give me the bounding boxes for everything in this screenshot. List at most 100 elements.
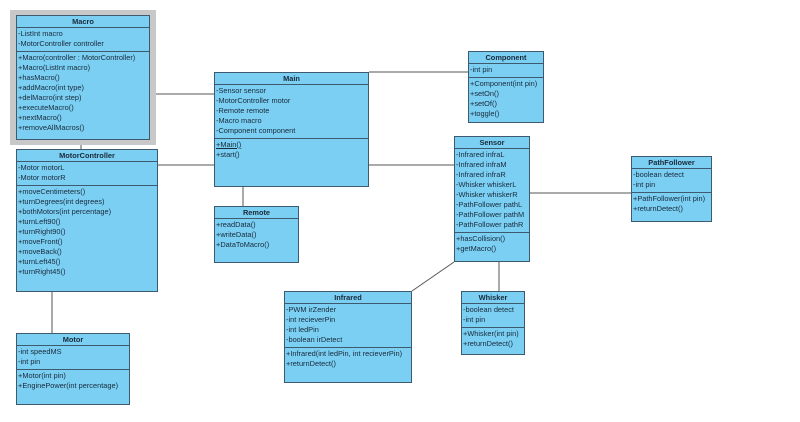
operation[interactable]: +Main() (216, 140, 242, 149)
class-whisker[interactable]: Whisker-boolean detect-int pin+Whisker(i… (461, 291, 525, 355)
attribute[interactable]: -Infrared infraM (456, 160, 507, 169)
class-name: Component (469, 52, 543, 64)
operation[interactable]: +setOf() (470, 99, 497, 108)
operation-section: +hasCollision()+getMacro() (455, 233, 529, 256)
operation[interactable]: +removeAllMacros() (18, 123, 85, 132)
attribute[interactable]: -int ledPin (286, 325, 319, 334)
operation-section: +Component(int pin)+setOn()+setOf()+togg… (469, 78, 543, 121)
class-name: Infrared (285, 292, 411, 304)
operation[interactable]: +Macro(ListInt macro) (18, 63, 91, 72)
class-infrared[interactable]: Infrared-PWM irZender-int recieverPin-in… (284, 291, 412, 383)
attribute[interactable]: -boolean irDetect (286, 335, 343, 344)
attribute[interactable]: -Infrared infraR (456, 170, 506, 179)
operation[interactable]: +executeMacro() (18, 103, 74, 112)
attribute[interactable]: -int speedMS (18, 347, 62, 356)
operation[interactable]: +readData() (216, 220, 256, 229)
class-motorcontroller[interactable]: MotorController-Motor motorL-Motor motor… (16, 149, 158, 292)
attribute[interactable]: -PWM irZender (286, 305, 337, 314)
attribute[interactable]: -MotorController motor (216, 96, 291, 105)
operation[interactable]: +toggle() (470, 109, 500, 118)
operation[interactable]: +Infrared(int ledPin, int recieverPin) (286, 349, 403, 358)
operation[interactable]: +turnRight90() (18, 227, 66, 236)
operation[interactable]: +DataToMacro() (216, 240, 270, 249)
operation[interactable]: +hasCollision() (456, 234, 506, 243)
operation[interactable]: +Whisker(int pin) (463, 329, 519, 338)
operation-section: +Macro(controller : MotorController)+Mac… (17, 52, 149, 135)
operation[interactable]: +EnginePower(int percentage) (18, 381, 119, 390)
class-component[interactable]: Component-int pin+Component(int pin)+set… (468, 51, 544, 123)
attribute[interactable]: -Remote remote (216, 106, 270, 115)
operation-section: +PathFollower(int pin)+returnDetect() (632, 193, 711, 216)
attribute[interactable]: -Infrared infraL (456, 150, 505, 159)
class-pathfollower[interactable]: PathFollower-boolean detect-int pin +Path… (631, 156, 712, 222)
operation[interactable]: +hasMacro() (18, 73, 60, 82)
operation[interactable]: +getMacro() (456, 244, 497, 253)
attribute[interactable]: -int recieverPin (286, 315, 336, 324)
attribute[interactable]: -int pin (633, 180, 656, 189)
operation[interactable]: +moveFront() (18, 237, 63, 246)
class-name: Macro (17, 16, 149, 28)
attribute[interactable]: -boolean detect (463, 305, 514, 314)
operation[interactable]: +Component(int pin) (470, 79, 538, 88)
attribute[interactable]: -PathFollower pathR (456, 220, 524, 229)
operation[interactable]: +delMacro(int step) (18, 93, 82, 102)
operation[interactable]: +turnRight45() (18, 267, 66, 276)
operation-section: +readData()+writeData()+DataToMacro() (215, 219, 298, 252)
attribute[interactable]: -ListInt macro (18, 29, 63, 38)
attribute[interactable]: -Whisker whiskerR (456, 190, 518, 199)
operation[interactable]: +setOn() (470, 89, 499, 98)
operation[interactable]: +writeData() (216, 230, 257, 239)
attribute[interactable]: -PathFollower pathM (456, 210, 525, 219)
attribute[interactable]: -PathFollower pathL (456, 200, 523, 209)
operation[interactable]: +nextMacro() (18, 113, 62, 122)
operation-section: +Main()+start() (215, 139, 368, 162)
operation[interactable]: +turnLeft90() (18, 217, 61, 226)
class-main[interactable]: Main-Sensor sensor-MotorController motor… (214, 72, 369, 187)
operation[interactable]: +returnDetect() (463, 339, 513, 348)
attribute[interactable]: -boolean detect (633, 170, 684, 179)
class-name: Remote (215, 207, 298, 219)
operation[interactable]: +Motor(int pin) (18, 371, 66, 380)
attribute-section: -Infrared infraL-Infrared infraM-Infrare… (455, 149, 529, 233)
operation-section: +Infrared(int ledPin, int recieverPin)+r… (285, 348, 411, 371)
class-name: PathFollower (632, 157, 711, 169)
class-motor[interactable]: Motor-int speedMS-int pin+Motor(int pin)… (16, 333, 130, 405)
attribute[interactable]: -Whisker whiskerL (456, 180, 517, 189)
attribute[interactable]: -Motor motorL (18, 163, 65, 172)
operation[interactable]: +bothMotors(int percentage) (18, 207, 112, 216)
attribute-section: -int pin (469, 64, 543, 78)
operation[interactable]: +returnDetect() (286, 359, 336, 368)
attribute[interactable]: -MotorController controller (18, 39, 104, 48)
operation[interactable]: +moveCentimeters() (18, 187, 86, 196)
attribute[interactable]: -int pin (463, 315, 486, 324)
attribute-section: -int speedMS-int pin (17, 346, 129, 370)
operation[interactable]: +addMacro(int type) (18, 83, 84, 92)
class-name: Main (215, 73, 368, 85)
operation[interactable]: +start() (216, 150, 240, 159)
attribute[interactable]: -Macro macro (216, 116, 262, 125)
class-macro[interactable]: Macro-ListInt macro-MotorController cont… (16, 15, 150, 140)
attribute-section: -ListInt macro-MotorController controlle… (17, 28, 149, 52)
attribute[interactable]: -int pin (470, 65, 493, 74)
operation[interactable]: +moveBack() (18, 247, 62, 256)
operation[interactable]: +PathFollower(int pin) (633, 194, 706, 203)
attribute[interactable]: -Component component (216, 126, 296, 135)
attribute[interactable]: -Motor motorR (18, 173, 66, 182)
class-remote[interactable]: Remote+readData()+writeData()+DataToMacr… (214, 206, 299, 263)
class-sensor[interactable]: Sensor-Infrared infraL-Infrared infraM-I… (454, 136, 530, 262)
operation[interactable]: +returnDetect() (633, 204, 683, 213)
class-name: Whisker (462, 292, 524, 304)
operation[interactable]: +Macro(controller : MotorController) (18, 53, 136, 62)
class-name: Motor (17, 334, 129, 346)
attribute[interactable]: -Sensor sensor (216, 86, 267, 95)
association-sensor-infrared[interactable] (411, 261, 455, 292)
attribute-section: -Motor motorL-Motor motorR (17, 162, 157, 186)
attribute-section: -boolean detect-int pin (462, 304, 524, 328)
attribute[interactable]: -int pin (18, 357, 41, 366)
attribute-section: -Sensor sensor-MotorController motor-Rem… (215, 85, 368, 139)
operation[interactable]: +turnLeft45() (18, 257, 61, 266)
operation[interactable]: +turnDegrees(int degrees) (18, 197, 105, 206)
class-name: MotorController (17, 150, 157, 162)
operation-section: +Whisker(int pin)+returnDetect() (462, 328, 524, 351)
